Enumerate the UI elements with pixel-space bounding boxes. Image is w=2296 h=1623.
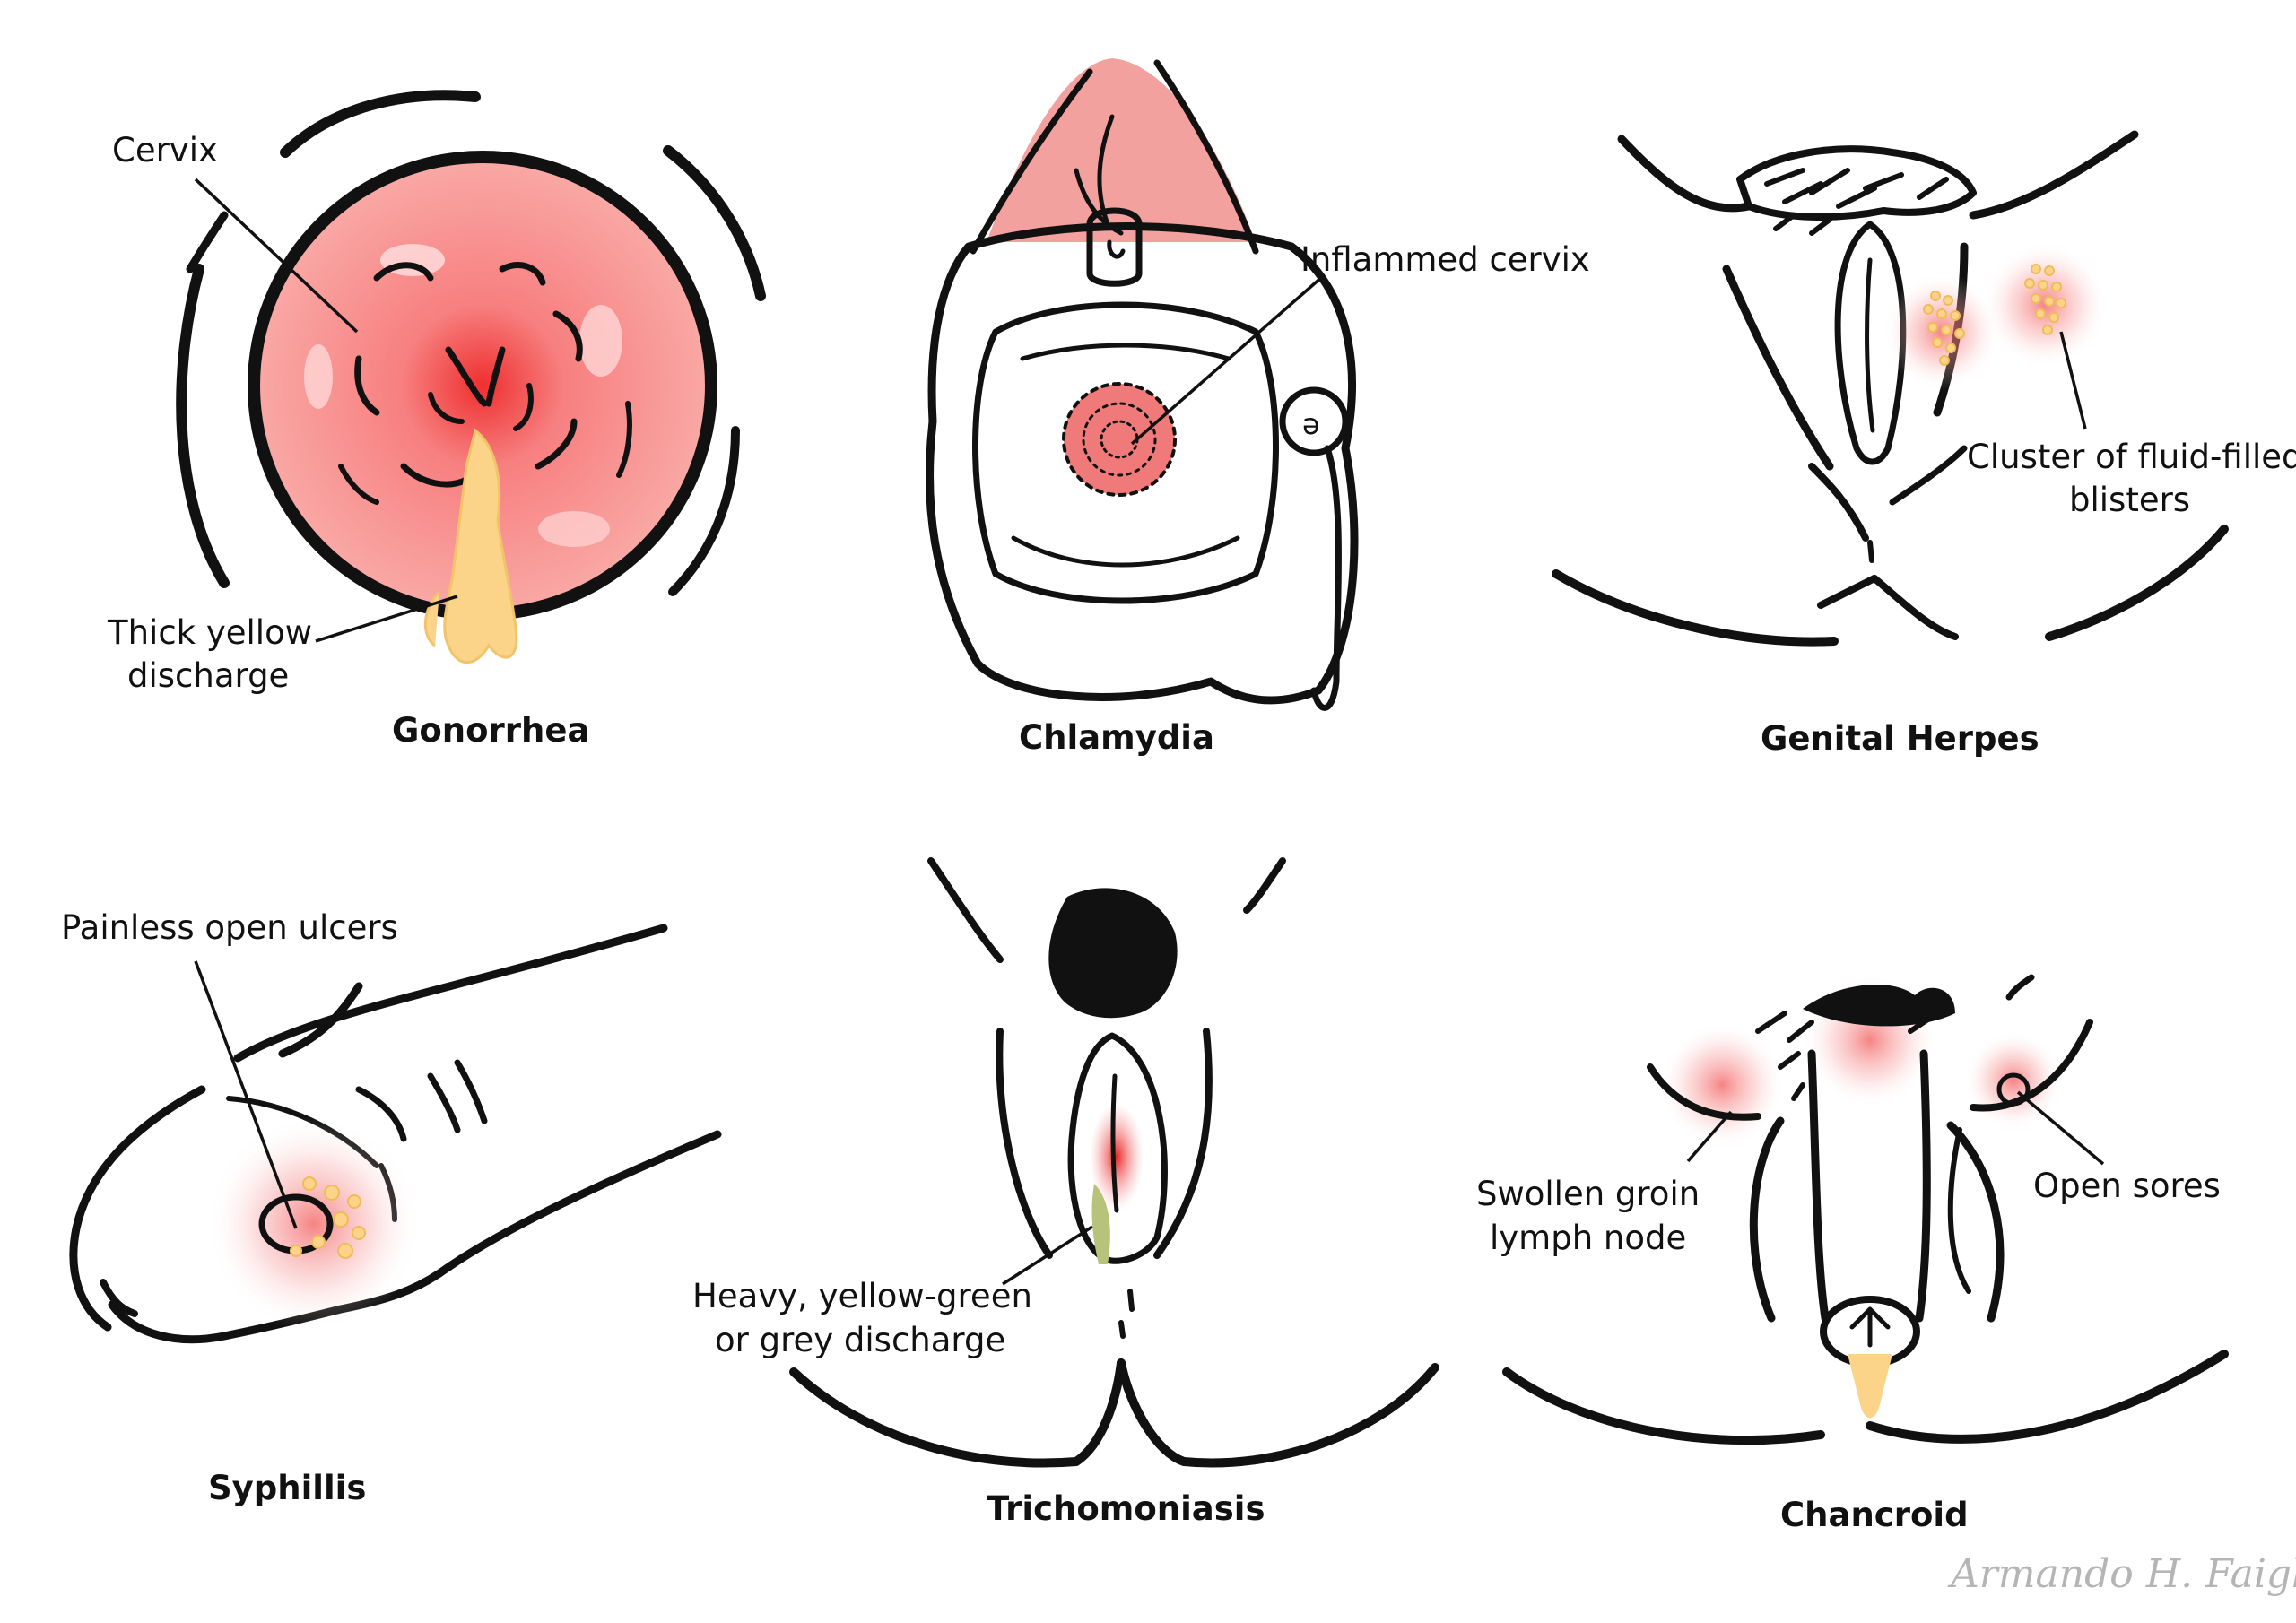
label-open-sores: Open sores — [2033, 1167, 2221, 1205]
panel-gonorrhea: Cervix Thick yellow discharge Gonorrhea — [107, 90, 766, 750]
title-syphillis: Syphillis — [208, 1469, 366, 1507]
label-heavy-yellow-green: Heavy, yellow-green — [692, 1277, 1032, 1315]
label-cluster-of-fluid-filled: Cluster of fluid-filled — [1967, 438, 2296, 476]
label-thick-yellow-discharge-2: discharge — [127, 656, 289, 695]
inflamed-cervix-leader — [1130, 274, 1325, 446]
syphillis-illustration — [69, 924, 722, 1344]
label-painless-open-ulcers: Painless open ulcers — [61, 908, 398, 947]
artist-signature: Armando H. Faigl — [1947, 1551, 2296, 1597]
lymph-node-leader — [1686, 1110, 1733, 1163]
panel-genital-herpes: Cluster of fluid-filled blisters Genital… — [1552, 130, 2296, 758]
label-lymph-node: lymph node — [1490, 1219, 1686, 1257]
trichomoniasis-illustration — [789, 857, 1439, 1468]
chancroid-illustration — [1502, 973, 2229, 1445]
label-swollen-groin: Swollen groin — [1476, 1175, 1700, 1213]
ulcers-leader — [194, 960, 298, 1229]
cervix-leader — [194, 178, 359, 334]
genital-herpes-illustration — [1552, 130, 2229, 647]
title-gonorrhea: Gonorrhea — [392, 711, 589, 750]
label-or-grey-discharge: or grey discharge — [715, 1321, 1005, 1359]
svg-text:ə: ə — [1302, 407, 1320, 441]
title-chancroid: Chancroid — [1780, 1496, 1969, 1534]
panel-trichomoniasis: Heavy, yellow-green or grey discharge Tr… — [692, 857, 1439, 1528]
label-thick-yellow-discharge-1: Thick yellow — [107, 613, 312, 652]
blisters-leader — [2059, 331, 2087, 430]
title-chlamydia: Chlamydia — [1019, 718, 1214, 757]
panel-chlamydia: ə Inflammed cervix Chlamydia — [926, 58, 1590, 757]
label-inflammed-cervix: Inflammed cervix — [1300, 240, 1590, 279]
label-blisters: blisters — [2069, 481, 2190, 519]
panel-syphillis: Painless open ulcers Syphillis — [61, 908, 722, 1507]
discharge-leader — [315, 595, 458, 643]
chlamydia-illustration: ə — [926, 58, 1359, 711]
title-trichomoniasis: Trichomoniasis — [987, 1489, 1265, 1528]
gonorrhea-illustration — [176, 90, 766, 664]
panel-chancroid: Swollen groin lymph node Open sores Chan… — [1476, 973, 2229, 1534]
open-sores-leader — [2016, 1090, 2105, 1166]
title-genital-herpes: Genital Herpes — [1761, 719, 2039, 758]
label-cervix: Cervix — [112, 131, 218, 169]
discharge-leader-tricho — [1002, 1225, 1093, 1286]
